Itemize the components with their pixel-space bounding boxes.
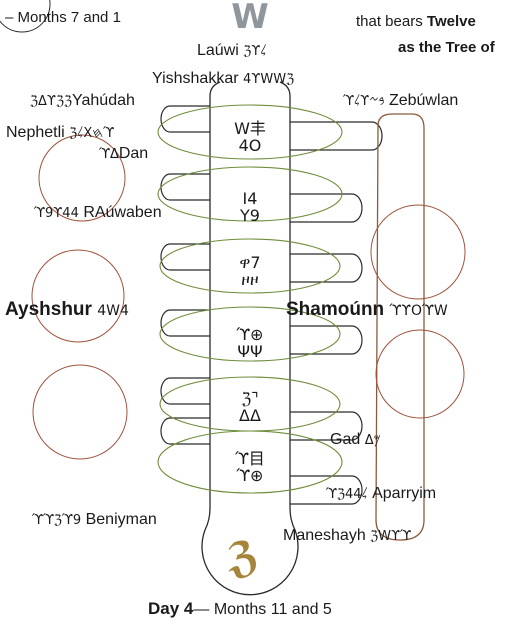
right-capsule — [375, 113, 425, 541]
spine-pair-3-bottom: ዞዞ — [241, 270, 259, 289]
header-right-prefix: that bears — [356, 13, 423, 30]
ayshshur-script: 4W4 — [97, 303, 129, 319]
spine-pair-2-top: I4 — [242, 189, 258, 208]
spine-pair-3-top: ዋ7 — [239, 253, 261, 272]
ayshshur-label: Ayshshur 4W4 — [5, 300, 129, 319]
header-right-bold: Twelve — [426, 13, 476, 30]
lauwi-script: ℨϒ𐤋 — [243, 44, 267, 59]
yahudah-script: ℨΔϒℨℨ — [30, 94, 73, 109]
spine-pair-5: ℨ⌝ ΔΔ — [226, 390, 274, 424]
spine-pair-6: ϓ目 ϓ⊕ — [226, 450, 274, 484]
yahudah-name: Yahúdah — [72, 92, 135, 109]
maneshayh-script: ℨWϒϓ — [370, 529, 412, 544]
gad-name: Gad — [330, 431, 361, 448]
shamounn-label: Shamoúnn ϓϒOϓW — [286, 300, 448, 319]
shamounn-script: ϓϒOϓW — [389, 303, 448, 319]
maneshayh-label: Maneshayh ℨWϒϓ — [283, 528, 411, 544]
spine-pair-2: I4 Y9 — [226, 190, 274, 224]
nephetli-name: Nephetli — [6, 124, 65, 141]
spine-pair-6-top: ϓ目 — [235, 449, 265, 468]
spine-body — [209, 81, 291, 508]
nephetli-script: ℨ𐤋X𐤇ϓ — [69, 126, 115, 141]
lauwi-label: Laúwi ℨϒ𐤋 — [197, 43, 267, 59]
beniyman-name: Beniyman — [85, 511, 157, 528]
spine-pair-2-bottom: Y9 — [240, 206, 260, 225]
spine-pair-6-bottom: ϓ⊕ — [236, 466, 264, 485]
spine-pair-4-top: ϓ⊕ — [236, 325, 264, 344]
spine-pair-5-top: ℨ⌝ — [241, 389, 259, 408]
spine-bottom-bulb — [201, 507, 299, 596]
dan-label: ϓΔDan — [99, 146, 148, 162]
maneshayh-name: Maneshayh — [283, 527, 366, 544]
rauwaben-label: ϓ9ϒ44 RAúwaben — [34, 205, 162, 221]
gad-script: Δ𐤌 — [364, 433, 381, 448]
aparryim-script: ϓℨ4𐤋4 — [326, 487, 368, 502]
corner-circle — [0, 0, 51, 33]
spine-right-rungs — [290, 121, 383, 505]
aparryim-label: ϓℨ4𐤋4 Aparryim — [326, 486, 436, 502]
bottom-glyph: ℨ — [221, 529, 264, 584]
footer-caption: Day 4— Months 11 and 5 — [148, 600, 332, 618]
spine-pair-1-bottom: 4O — [238, 136, 262, 155]
spine-pair-5-bottom: ΔΔ — [239, 406, 261, 425]
spine-pair-1-top: W丰 — [234, 119, 266, 138]
shamounn-name: Shamoúnn — [286, 299, 385, 320]
spine-pair-4: ϓ⊕ ΨΨ — [226, 326, 274, 360]
green-rings — [157, 104, 343, 494]
beniyman-label: ϓϓℨϓ9 Beniyman — [32, 512, 157, 528]
yahudah-label: ℨΔϒℨℨYahúdah — [30, 93, 135, 109]
spine-pair-4-bottom: ΨΨ — [237, 342, 263, 361]
header-right-line1: that bears Twelve — [356, 14, 476, 29]
nephetli-label: Nephetli ℨ𐤋X𐤇ϓ — [6, 125, 114, 141]
spine-pair-3: ዋ7 ዞዞ — [226, 254, 274, 288]
zebuwlan-label: ϓ𐤋ϒ𐤁𐤆 Zebúwlan — [343, 93, 458, 109]
top-w-glyph: W — [231, 0, 269, 37]
zebuwlan-script: ϓ𐤋ϒ𐤁𐤆 — [343, 94, 385, 109]
footer-day-label: Day 4 — [148, 599, 194, 618]
ayshshur-name: Ayshshur — [5, 299, 92, 320]
zebuwlan-name: Zebúwlan — [388, 92, 459, 109]
yishshakkar-label: Yishshakkar 4ϒWWℨ — [152, 71, 294, 87]
dan-script: ϓΔ — [99, 147, 119, 162]
rauwaben-script: ϓ9ϒ44 — [34, 206, 79, 221]
rauwaben-name: RAúwaben — [83, 204, 162, 221]
footer-months: — Months 11 and 5 — [193, 601, 332, 618]
left-months-caption: – Months 7 and 1 — [5, 9, 121, 26]
gad-label: Gad Δ𐤌 — [330, 432, 381, 448]
dan-name: Dan — [118, 145, 149, 162]
lauwi-name: Laúwi — [197, 42, 239, 59]
header-right-line2: as the Tree of — [398, 39, 495, 56]
beniyman-script: ϓϓℨϓ9 — [32, 513, 82, 528]
spine-left-rungs — [160, 105, 210, 445]
aparryim-name: Aparryim — [372, 485, 437, 502]
yishshakkar-script: 4ϒWWℨ — [243, 72, 295, 87]
brown-circles — [31, 134, 466, 460]
spine-pair-1: W丰 4O — [226, 120, 274, 154]
yishshakkar-name: Yishshakkar — [152, 70, 239, 87]
